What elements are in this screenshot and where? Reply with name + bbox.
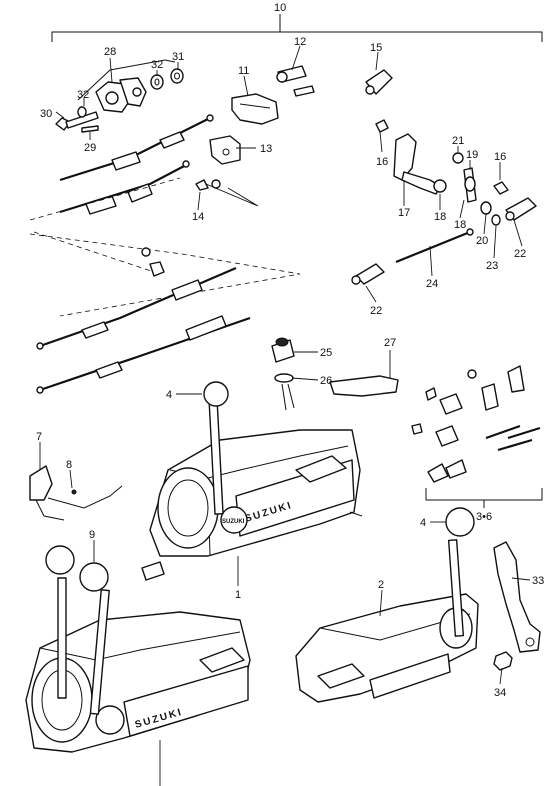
washer-32 bbox=[150, 74, 164, 90]
callout-34: 34 bbox=[494, 687, 506, 699]
nut-34 bbox=[493, 651, 513, 671]
callout-22-right: 22 bbox=[514, 248, 526, 260]
callout-28: 28 bbox=[104, 46, 116, 58]
nut-31 bbox=[170, 68, 184, 84]
callout-1: 1 bbox=[235, 589, 241, 601]
clamp-bracket-28 bbox=[77, 59, 176, 113]
callout-19: 19 bbox=[466, 149, 478, 161]
callout-4-center: 4 bbox=[166, 389, 172, 401]
control-cable-upper bbox=[59, 114, 214, 215]
callout-16-left: 16 bbox=[376, 156, 388, 168]
bracket-13 bbox=[209, 135, 241, 165]
callout-13: 13 bbox=[260, 143, 272, 155]
bolts-14 bbox=[195, 179, 259, 207]
callout-25: 25 bbox=[320, 347, 332, 359]
washer-32b bbox=[77, 106, 87, 118]
pin-12 bbox=[276, 65, 315, 97]
callout-17: 17 bbox=[398, 207, 410, 219]
callout-10: 10 bbox=[274, 2, 286, 14]
neutral-switch-25 bbox=[271, 337, 295, 411]
wire-harness-7 bbox=[29, 465, 123, 521]
small-parts-group bbox=[411, 365, 543, 508]
callout-21: 21 bbox=[452, 135, 464, 147]
callout-2: 2 bbox=[378, 579, 384, 591]
callout-4-right: 4 bbox=[420, 517, 426, 529]
leader-lines bbox=[39, 45, 531, 786]
callout-20: 20 bbox=[476, 235, 488, 247]
callout-22-lower: 22 bbox=[370, 305, 382, 317]
callout-18-left: 18 bbox=[434, 211, 446, 223]
bracket-27 bbox=[329, 375, 399, 397]
callout-7: 7 bbox=[36, 431, 42, 443]
callout-18-right: 18 bbox=[454, 219, 466, 231]
control-cable-lower bbox=[36, 247, 251, 394]
callout-14: 14 bbox=[192, 211, 204, 223]
bracket-11 bbox=[231, 93, 279, 125]
callout-15: 15 bbox=[370, 42, 382, 54]
cable-group-outline bbox=[29, 177, 301, 317]
callout-labels: 10 28 12 15 32 31 11 30 32 29 13 16 21 1… bbox=[36, 2, 544, 699]
callout-27: 27 bbox=[384, 337, 396, 349]
knob-brand-label: SUZUKI bbox=[222, 519, 245, 525]
bracket-33 bbox=[493, 541, 541, 653]
clip-15 bbox=[365, 69, 393, 95]
callout-16-right: 16 bbox=[494, 151, 506, 163]
linkage-rod-24 bbox=[351, 228, 474, 285]
callout-33: 33 bbox=[532, 575, 544, 587]
callout-26: 26 bbox=[320, 375, 332, 387]
callout-30: 30 bbox=[40, 108, 52, 120]
callout-29: 29 bbox=[84, 142, 96, 154]
linkage-group bbox=[375, 119, 537, 226]
pin-29 bbox=[81, 125, 99, 133]
remote-control-box-2 bbox=[295, 507, 479, 703]
callout-12: 12 bbox=[294, 36, 306, 48]
callout-9: 9 bbox=[89, 529, 95, 541]
callout-32-lower: 32 bbox=[77, 89, 89, 101]
callout-32-upper: 32 bbox=[151, 59, 163, 71]
callout-3-6: 3•6 bbox=[476, 511, 492, 523]
callout-8: 8 bbox=[66, 459, 72, 471]
remote-control-box-9: SUZUKI bbox=[25, 545, 251, 753]
callout-24: 24 bbox=[426, 278, 438, 290]
bolt-30 bbox=[55, 111, 99, 131]
cable-assembly-bracket bbox=[51, 14, 543, 42]
callout-11: 11 bbox=[238, 65, 249, 77]
callout-23: 23 bbox=[486, 260, 498, 272]
callout-31: 31 bbox=[172, 51, 184, 63]
remote-control-box-1: SUZUKI SUZUKI bbox=[141, 381, 363, 581]
